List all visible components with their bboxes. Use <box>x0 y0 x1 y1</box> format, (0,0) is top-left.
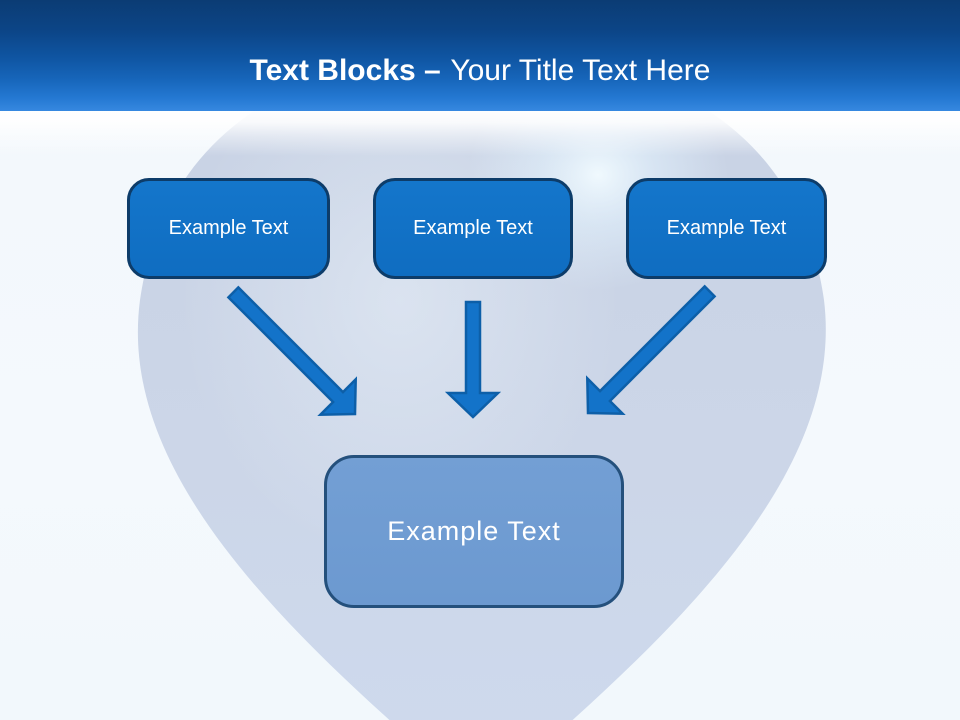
arrow-down-left-icon <box>585 284 717 416</box>
arrow-down-right-icon <box>226 285 358 417</box>
balloon-softlight <box>180 40 620 560</box>
result-block-label: Example Text <box>387 516 561 546</box>
text-block-3-label: Example Text <box>666 217 787 239</box>
slide-title: Text Blocks – Your Title Text Here <box>0 54 960 88</box>
header-fade <box>0 108 960 156</box>
text-block-1-label: Example Text <box>168 217 289 239</box>
text-block-2: Example Text <box>373 178 573 279</box>
result-block: Example Text <box>324 455 624 608</box>
arrow-down-icon <box>444 300 502 419</box>
text-block-2-label: Example Text <box>413 217 533 239</box>
text-block-1: Example Text <box>127 178 330 279</box>
title-bold: Text Blocks – <box>249 54 441 87</box>
text-block-3: Example Text <box>626 178 827 279</box>
header-band: Text Blocks – Your Title Text Here <box>0 0 960 111</box>
title-regular: Your Title Text Here <box>450 54 711 87</box>
